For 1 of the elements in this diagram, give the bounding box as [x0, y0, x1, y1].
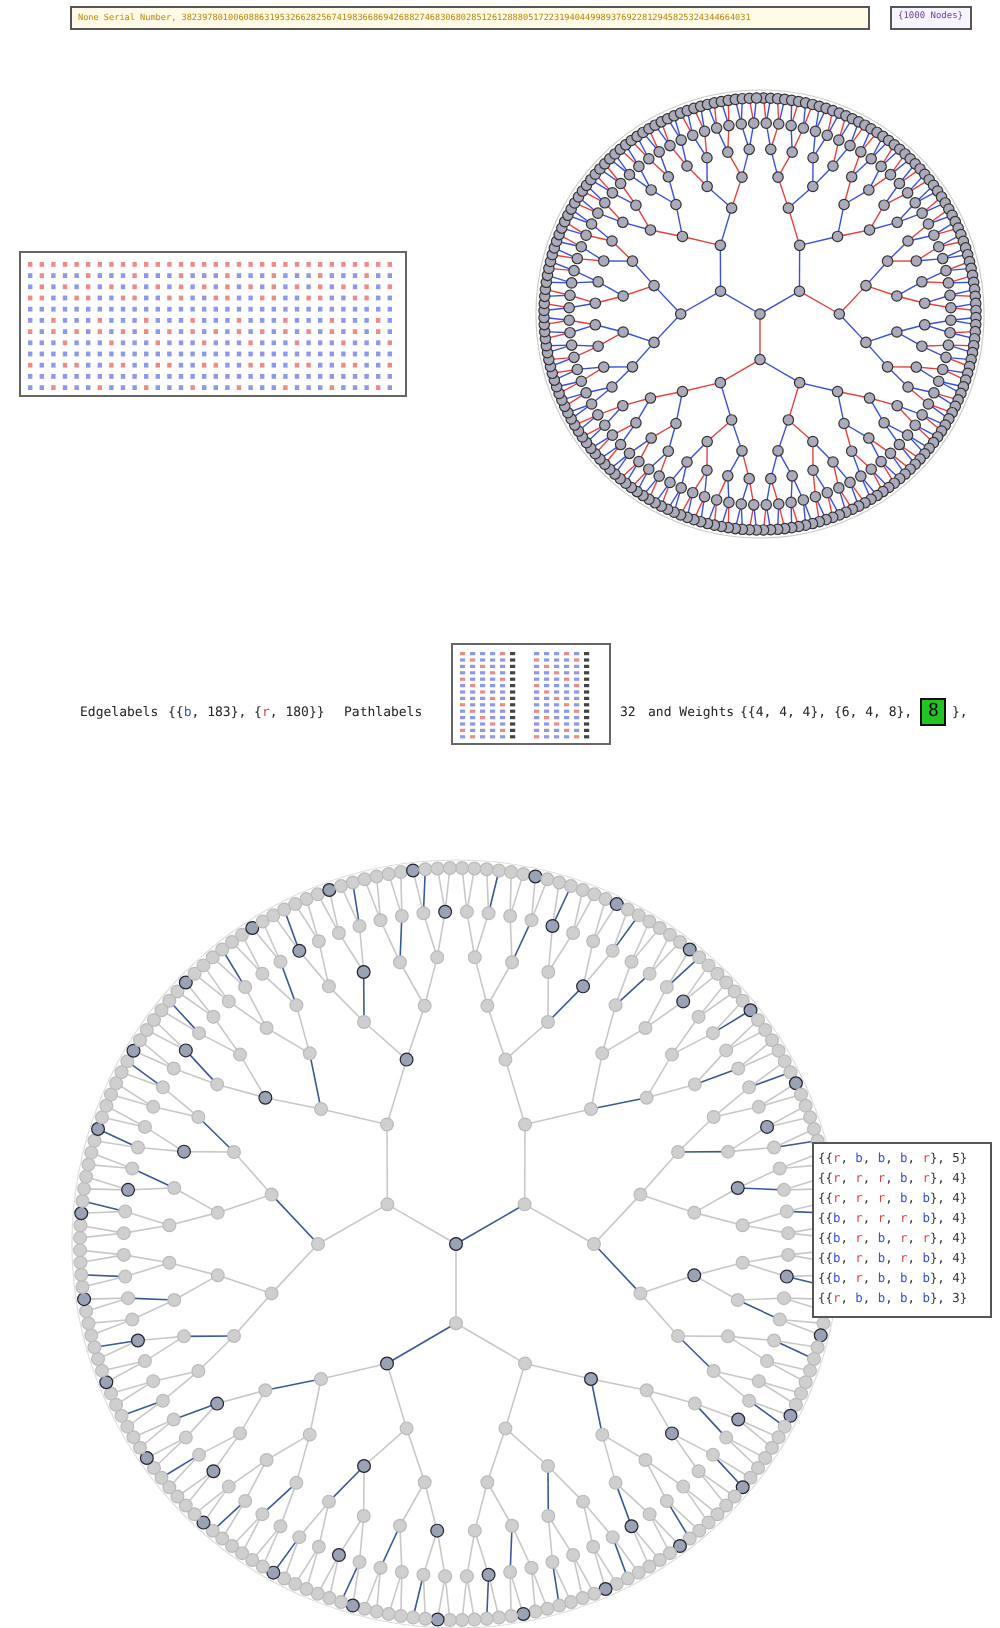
weight-badge: 8	[920, 698, 947, 726]
